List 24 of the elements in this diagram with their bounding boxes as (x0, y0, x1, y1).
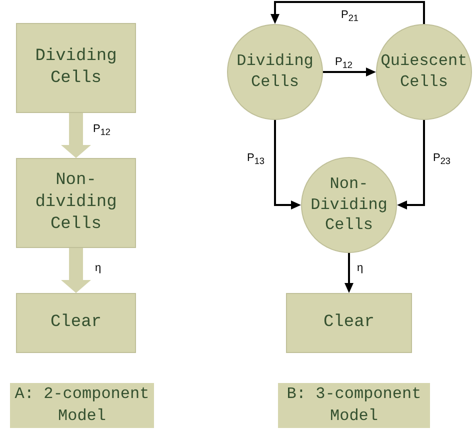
arrow (274, 120, 301, 210)
arrow (270, 1, 425, 24)
node-label: Dividing Cells (34, 46, 118, 90)
node-label: Clear (323, 312, 374, 334)
node-label: A: 2-component Model (14, 384, 150, 426)
process-box (16, 293, 136, 353)
process-box (16, 23, 136, 113)
node-label: Clear (50, 312, 102, 334)
edge-label: η (356, 262, 364, 275)
node-label: Quiescent Cells (380, 51, 468, 93)
edge-label: P$_{23}$ (432, 152, 452, 168)
arrow (344, 253, 354, 293)
edge-label: P$_{13}$ (246, 152, 266, 168)
node-label: Non-dividing Cells (34, 170, 118, 236)
node-label: Dividing Cells (236, 51, 314, 93)
edge-label: η (94, 262, 102, 275)
arrow (323, 68, 376, 76)
node-label: B: 3-component Model (286, 384, 422, 426)
process-box (16, 158, 136, 248)
node-label: Non-Dividing Cells (310, 174, 388, 236)
process-box (286, 293, 412, 353)
arrow (397, 120, 425, 210)
block-arrow (61, 248, 91, 293)
block-arrow (61, 113, 91, 158)
